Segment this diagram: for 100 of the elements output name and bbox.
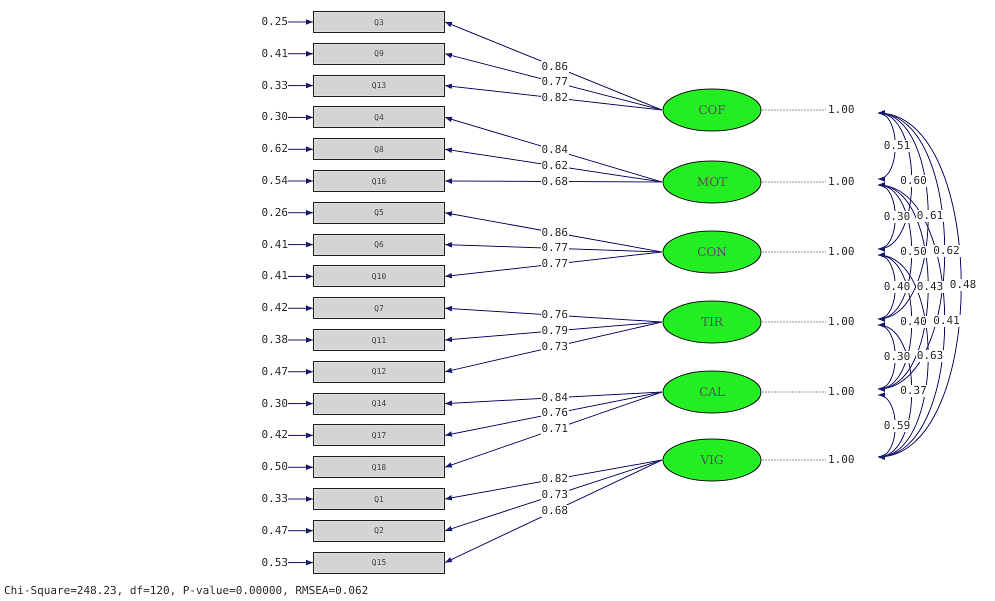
observed-variable-box: Q7 bbox=[313, 297, 445, 320]
error-arrow bbox=[288, 369, 314, 375]
edge-label: 0.86 bbox=[540, 226, 569, 239]
factor-name: VIG bbox=[699, 453, 724, 467]
factor-variance: 1.00 bbox=[828, 315, 854, 329]
error-arrow bbox=[288, 274, 314, 280]
edge-label: 0.79 bbox=[540, 324, 569, 337]
error-arrow bbox=[288, 560, 314, 566]
edge-label: 0.77 bbox=[540, 258, 569, 270]
edge-label: 0.62 bbox=[540, 160, 569, 172]
error-variance: 0.41 bbox=[226, 238, 288, 252]
edge-label: 0.51 bbox=[882, 140, 912, 152]
covariance-arc bbox=[878, 112, 962, 458]
error-arrow bbox=[288, 51, 314, 57]
edge-label: 0.82 bbox=[540, 473, 569, 486]
error-variance: 0.42 bbox=[226, 428, 288, 442]
observed-variable-box: Q18 bbox=[313, 456, 445, 478]
observed-variable-box: Q9 bbox=[313, 42, 445, 65]
observed-variable-box: Q8 bbox=[313, 138, 445, 160]
factor-name: TIR bbox=[700, 315, 724, 329]
factor-name: CAL bbox=[698, 385, 726, 399]
observed-variable-box: Q11 bbox=[313, 329, 445, 351]
error-variance: 0.62 bbox=[226, 142, 288, 156]
edge-label: 0.40 bbox=[882, 281, 912, 293]
error-variance: 0.47 bbox=[226, 364, 288, 379]
error-arrow bbox=[288, 146, 314, 152]
edge-label: 0.61 bbox=[916, 210, 944, 222]
observed-variable-box: Q14 bbox=[313, 392, 445, 415]
error-arrow bbox=[288, 528, 314, 534]
error-arrow bbox=[288, 82, 314, 88]
edge-label: 0.30 bbox=[882, 351, 912, 363]
edge-label: 0.68 bbox=[540, 504, 569, 517]
error-variance: 0.53 bbox=[226, 556, 288, 570]
error-variance: 0.33 bbox=[226, 78, 288, 93]
edge-label: 0.60 bbox=[899, 175, 928, 187]
factor-variance: 1.00 bbox=[828, 453, 854, 467]
error-variance: 0.42 bbox=[226, 301, 288, 316]
edge-label: 0.76 bbox=[540, 309, 569, 322]
edge-label: 0.37 bbox=[899, 385, 928, 397]
error-arrow bbox=[288, 242, 314, 248]
error-arrow bbox=[288, 496, 314, 502]
edge-label: 0.84 bbox=[540, 392, 569, 404]
factor-name: COF bbox=[697, 103, 727, 117]
loading-arrow bbox=[444, 460, 662, 564]
edge-label: 0.40 bbox=[899, 316, 928, 328]
error-arrow bbox=[288, 19, 314, 25]
edge-label: 0.50 bbox=[899, 246, 928, 258]
observed-variable-box: Q2 bbox=[313, 520, 445, 542]
error-variance: 0.33 bbox=[226, 492, 288, 506]
error-arrow bbox=[288, 400, 314, 406]
error-arrow bbox=[288, 432, 314, 438]
error-variance: 0.25 bbox=[226, 15, 288, 29]
error-arrow bbox=[288, 337, 314, 343]
error-variance: 0.41 bbox=[226, 269, 288, 284]
fit-statistics-note: Chi-Square=248.23, df=120, P-value=0.00000, RMSEA=0.062 bbox=[4, 584, 368, 597]
observed-variable-box: Q5 bbox=[313, 202, 445, 224]
observed-variable-box: Q10 bbox=[313, 265, 445, 288]
factor-name: CON bbox=[696, 245, 728, 259]
error-variance: 0.41 bbox=[226, 46, 288, 61]
edge-label: 0.76 bbox=[540, 407, 569, 420]
factor-variance: 1.00 bbox=[828, 385, 854, 399]
edge-label: 0.84 bbox=[540, 144, 569, 156]
error-variance: 0.30 bbox=[226, 396, 288, 411]
edge-label: 0.71 bbox=[540, 423, 569, 436]
observed-variable-box: Q4 bbox=[313, 106, 445, 128]
error-arrow bbox=[288, 210, 314, 216]
edge-label: 0.48 bbox=[948, 279, 978, 291]
edge-label: 0.73 bbox=[540, 488, 569, 501]
edge-label: 0.63 bbox=[916, 350, 944, 362]
edge-label: 0.43 bbox=[916, 281, 944, 293]
factor-variance: 1.00 bbox=[828, 175, 854, 189]
error-arrow bbox=[288, 114, 314, 120]
observed-variable-box: Q6 bbox=[313, 234, 445, 256]
edge-label: 0.73 bbox=[540, 340, 569, 353]
edge-label: 0.82 bbox=[540, 92, 569, 104]
edge-label: 0.59 bbox=[882, 420, 912, 432]
edge-label: 0.41 bbox=[932, 315, 961, 327]
factor-variance: 1.00 bbox=[828, 103, 854, 117]
observed-variable-box: Q17 bbox=[313, 424, 445, 446]
edge-label: 0.77 bbox=[540, 76, 569, 88]
error-variance: 0.38 bbox=[226, 333, 288, 347]
error-arrow bbox=[288, 464, 314, 470]
loading-arrow bbox=[444, 22, 662, 110]
error-variance: 0.47 bbox=[226, 524, 288, 538]
observed-variable-box: Q3 bbox=[313, 11, 445, 33]
edge-label: 0.68 bbox=[540, 176, 569, 188]
factor-name: MOT bbox=[696, 175, 728, 189]
edge-label: 0.62 bbox=[932, 245, 961, 257]
observed-variable-box: Q13 bbox=[313, 74, 445, 97]
observed-variable-box: Q15 bbox=[313, 552, 445, 574]
error-arrow bbox=[288, 178, 314, 184]
error-variance: 0.30 bbox=[226, 110, 288, 124]
error-variance: 0.54 bbox=[226, 174, 288, 188]
error-variance: 0.26 bbox=[226, 206, 288, 220]
observed-variable-box: Q12 bbox=[313, 360, 445, 383]
edge-label: 0.30 bbox=[882, 211, 912, 223]
factor-variance: 1.00 bbox=[828, 245, 854, 259]
error-arrow bbox=[288, 305, 314, 311]
observed-variable-box: Q1 bbox=[313, 488, 445, 510]
edge-label: 0.77 bbox=[540, 242, 569, 254]
